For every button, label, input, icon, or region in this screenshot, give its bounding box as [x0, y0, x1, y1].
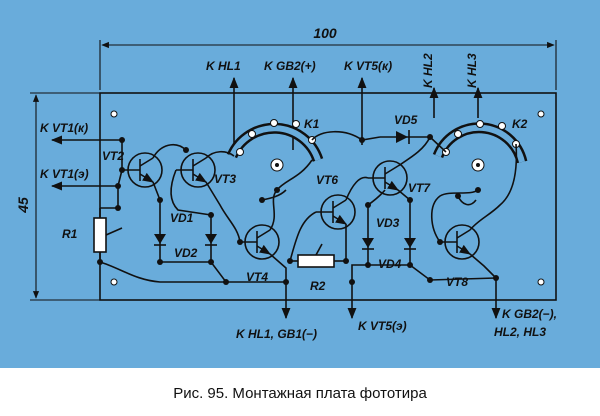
- label-vt6: VT6: [316, 173, 338, 187]
- label-r1: R1: [62, 227, 78, 241]
- resistor-r2: [290, 243, 346, 268]
- mounting-holes: [110, 110, 545, 286]
- relay-k2: [432, 120, 528, 172]
- transistor-vt8: [440, 224, 480, 260]
- conn-k-hl1: K HL1: [206, 59, 241, 73]
- transistor-vt4: [240, 224, 280, 260]
- label-vt2: VT2: [102, 149, 124, 163]
- dimension-width-label: 100: [313, 25, 337, 41]
- dimension-height-label: 45: [15, 197, 31, 214]
- figure-caption: Рис. 95. Монтажная плата фототира: [0, 370, 600, 416]
- label-vt7: VT7: [408, 181, 431, 195]
- label-vd1: VD1: [170, 211, 194, 225]
- conn-k-vt5-k: K VT5(к): [344, 59, 392, 73]
- diode-vd1: [154, 215, 166, 262]
- label-vt3: VT3: [214, 172, 236, 186]
- diode-vd5: [380, 130, 430, 144]
- connection-arrows: [50, 76, 501, 320]
- label-r2: R2: [310, 279, 326, 293]
- conn-k-vt1-e: K VT1(э): [40, 167, 89, 181]
- connection-labels: K HL1 K GB2(+) K VT5(к) K HL2 K HL3 K VT…: [40, 53, 557, 341]
- label-k1: K1: [304, 117, 320, 131]
- component-labels: VT2 VT3 VT4 VT6 VT7 VT8 VD1 VD2 VD3 VD4 …: [62, 113, 528, 293]
- solder-pads: [97, 134, 499, 285]
- conn-k-hl2: K HL2: [421, 53, 435, 88]
- diode-vd4: [404, 220, 416, 265]
- label-vt4: VT4: [246, 270, 268, 284]
- conn-k-gb2-plus: K GB2(+): [264, 59, 316, 73]
- conn-k-gb2-minus: K GB2(−),: [502, 307, 557, 321]
- label-vd4: VD4: [378, 257, 402, 271]
- transistor-vt7: [368, 160, 408, 196]
- pcb-board: [99, 92, 557, 301]
- resistor-r1: [93, 208, 123, 262]
- diode-vd3: [362, 220, 374, 265]
- relay-k1: [226, 119, 324, 172]
- dimension-width: 100: [99, 25, 557, 90]
- conn-k-vt1-k: K VT1(к): [40, 121, 88, 135]
- label-vd3: VD3: [376, 216, 400, 230]
- transistor-vt3: [176, 152, 216, 188]
- conn-k-hl3: K HL3: [465, 53, 479, 88]
- diode-vd2: [205, 215, 217, 262]
- conn-hl2-hl3: HL2, HL3: [494, 325, 546, 339]
- label-k2: K2: [512, 117, 528, 131]
- label-vt8: VT8: [446, 275, 468, 289]
- conn-k-hl1-gb1: K HL1, GB1(−): [236, 327, 317, 341]
- conn-k-vt5-e: K VT5(э): [358, 319, 407, 333]
- pcb-diagram: 100 45: [15, 25, 557, 341]
- label-vd2: VD2: [174, 246, 198, 260]
- transistor-vt2: [122, 152, 163, 188]
- transistor-vt6: [316, 194, 356, 230]
- label-vd5: VD5: [394, 113, 418, 127]
- dimension-height: 45: [15, 92, 100, 301]
